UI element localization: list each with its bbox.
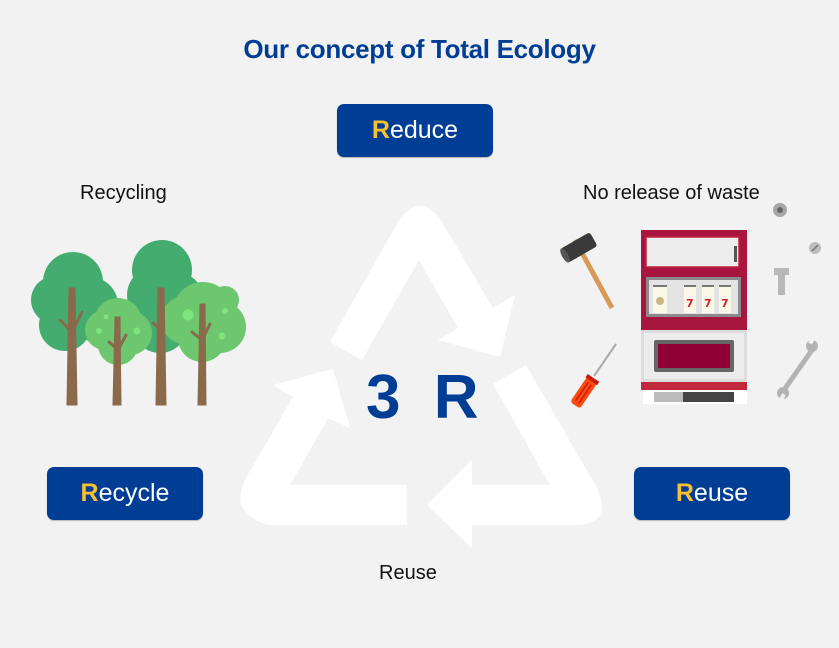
page-title: Our concept of Total Ecology [243,34,596,64]
no-waste-caption: No release of waste [583,182,760,204]
svg-text:7: 7 [686,297,694,310]
arrow-right [427,365,602,548]
reuse-caption: Reuse [379,562,437,584]
reuse-initial: R [675,479,694,507]
slot-machine: 7 7 7 [641,230,747,404]
recycle-initial: R [80,479,99,507]
hammer-icon [560,233,615,310]
reuse-rest: euse [693,479,749,507]
bolt-icon [774,268,789,295]
screwdriver-icon [571,343,617,408]
trees-icon [31,240,246,406]
nut-icon [773,203,787,217]
reduce-initial: R [371,116,390,144]
svg-text:7: 7 [721,297,729,310]
wrench-icon [777,337,818,401]
recycle-rest: ecycle [98,479,170,507]
screw-icon [809,242,821,254]
arrow-left [240,369,407,525]
arrow-top [330,206,515,360]
slot-machine-with-tools-icon: 7 7 7 [560,203,821,408]
recycling-caption: Recycling [80,182,167,204]
reduce-rest: educe [389,116,459,144]
svg-text:7: 7 [704,297,712,310]
center-label: 3 R [366,363,487,432]
